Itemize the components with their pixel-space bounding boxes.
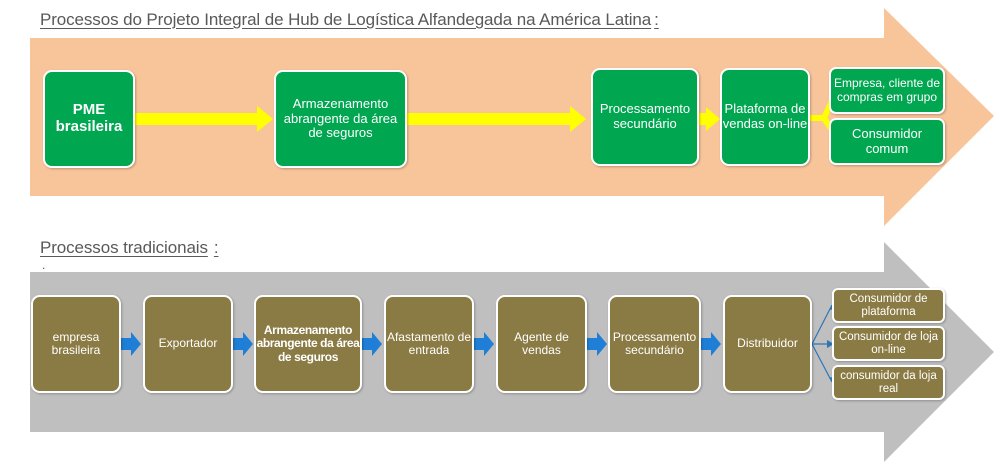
step-afastamento-entrada: Afastamento de entrada bbox=[384, 295, 474, 393]
fork-to-real bbox=[811, 343, 833, 383]
fork-to-plataforma bbox=[811, 304, 833, 345]
step-exportador: Exportador bbox=[143, 295, 233, 393]
top-section-title: Processos do Projeto Integral de Hub de … bbox=[40, 10, 659, 30]
step-processamento-bottom: Processamento secundário bbox=[608, 295, 701, 393]
step-processamento-top: Processamento secundário bbox=[591, 68, 699, 166]
dest-consumidor-loja-real-label: consumidor da loja real bbox=[840, 369, 937, 395]
top-section-title-colon: : bbox=[654, 10, 659, 29]
step-empresa-brasileira-label: empresa brasileira bbox=[51, 329, 101, 357]
arrow-processamento-to-distribuidor bbox=[701, 332, 721, 356]
arrow-agente-to-processamento bbox=[587, 332, 607, 356]
dest-empresa-compras-grupo-label: Empresa, cliente de compras em grupo bbox=[833, 76, 941, 104]
dest-consumidor-comum-label: Consumidor comum bbox=[851, 125, 923, 156]
step-processamento-top-label: Processamento secundário bbox=[599, 101, 691, 131]
arrow-armazenamento-to-afastamento bbox=[362, 332, 382, 356]
dest-consumidor-loja-online: Consumidor de loja on-line bbox=[832, 326, 945, 361]
arrow-pme-to-armazenamento bbox=[134, 106, 273, 132]
bottom-section-title-colon: : bbox=[213, 238, 219, 257]
dest-consumidor-plataforma: Consumidor de plataforma bbox=[832, 288, 945, 323]
step-distribuidor: Distribuidor bbox=[723, 295, 812, 393]
bottom-section-title: Processos tradicionais: bbox=[40, 238, 219, 258]
step-agente-vendas-label: Agente de vendas bbox=[514, 329, 569, 357]
dest-consumidor-comum: Consumidor comum bbox=[829, 118, 945, 165]
step-armazenamento-bottom: Armazenamento abrangente da área de segu… bbox=[254, 295, 362, 393]
step-processamento-bottom-label: Processamento secundário bbox=[612, 329, 697, 357]
step-exportador-label: Exportador bbox=[158, 336, 218, 351]
arrow-processamento-to-plataforma bbox=[698, 107, 720, 131]
dest-consumidor-loja-online-label: Consumidor de loja on-line bbox=[838, 330, 939, 356]
step-armazenamento-bottom-label: Armazenamento abrangente da área de segu… bbox=[256, 322, 360, 364]
dest-empresa-compras-grupo: Empresa, cliente de compras em grupo bbox=[829, 67, 945, 114]
step-pme-brasileira-label: PME brasileira bbox=[55, 101, 123, 135]
dest-consumidor-loja-real: consumidor da loja real bbox=[832, 365, 945, 400]
arrow-armazenamento-to-processamento bbox=[406, 106, 586, 132]
step-plataforma-vendas-label: Plataforma de vendas on-line bbox=[722, 101, 808, 131]
step-armazenamento-top-label: Armazenamento abrangente da área de segu… bbox=[283, 96, 398, 141]
bottom-section-dot: . bbox=[42, 258, 46, 272]
step-distribuidor-label: Distribuidor bbox=[737, 336, 798, 351]
fork-to-online-head bbox=[827, 340, 834, 348]
step-pme-brasileira: PME brasileira bbox=[43, 70, 135, 168]
bottom-section-title-text: Processos tradicionais bbox=[40, 238, 208, 257]
step-agente-vendas: Agente de vendas bbox=[496, 295, 587, 393]
dest-consumidor-plataforma-label: Consumidor de plataforma bbox=[849, 292, 928, 318]
arrow-afastamento-to-agente bbox=[474, 332, 494, 356]
step-empresa-brasileira: empresa brasileira bbox=[31, 295, 121, 393]
arrow-exportador-to-armazenamento bbox=[233, 332, 253, 356]
top-section-title-text: Processos do Projeto Integral de Hub de … bbox=[40, 10, 652, 29]
step-plataforma-vendas: Plataforma de vendas on-line bbox=[720, 68, 810, 166]
step-armazenamento-top: Armazenamento abrangente da área de segu… bbox=[274, 70, 407, 168]
step-afastamento-entrada-label: Afastamento de entrada bbox=[386, 329, 472, 357]
arrow-empresa-to-exportador bbox=[121, 332, 141, 356]
